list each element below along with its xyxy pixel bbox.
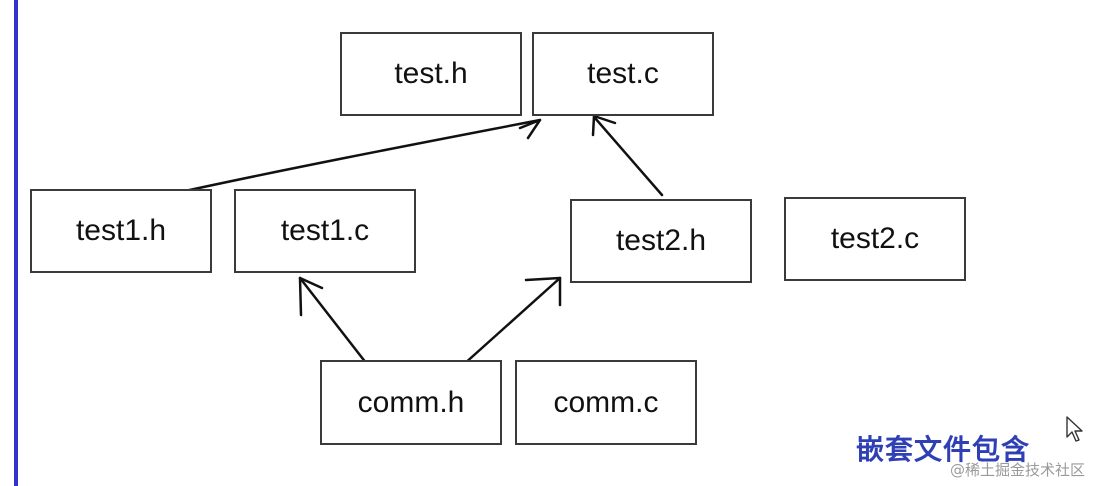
file-label-test1-h: test1.h: [75, 214, 167, 247]
file-box-test1-h: test1.h: [30, 189, 212, 273]
file-label-comm-h: comm.h: [357, 385, 465, 419]
file-box-comm-c: comm.c: [515, 360, 697, 445]
file-box-test2-h: test2.h: [570, 199, 752, 283]
arrowhead-test1c: [298, 276, 324, 317]
mouse-pointer-icon: [1066, 416, 1083, 442]
arrowhead-testc-left: [518, 118, 542, 140]
arrow-test2h-to-testc: [593, 116, 664, 197]
file-box-test-c: test.c: [532, 32, 714, 116]
file-label-test1-c: test1.c: [280, 214, 370, 247]
arrow-commh-to-test2h: [461, 276, 562, 367]
arrowhead-testc-right: [591, 114, 617, 137]
file-box-test2-c: test2.c: [784, 197, 966, 281]
file-box-comm-h: comm.h: [320, 360, 502, 445]
watermark-text: @稀土掘金技术社区: [950, 461, 1086, 479]
file-label-test2-h: test2.h: [615, 224, 707, 257]
arrow-test1h-to-testc: [160, 118, 542, 198]
file-label-comm-c: comm.c: [553, 385, 659, 419]
diagram-caption: 嵌套文件包含: [856, 433, 1031, 466]
file-box-test-h: test.h: [340, 32, 522, 116]
left-vertical-rule: [14, 0, 18, 486]
file-label-test-h: test.h: [394, 57, 468, 90]
arrowhead-test2h: [524, 276, 562, 307]
file-label-test-c: test.c: [587, 57, 659, 90]
file-label-test2-c: test2.c: [830, 222, 920, 255]
file-box-test1-c: test1.c: [234, 189, 416, 273]
